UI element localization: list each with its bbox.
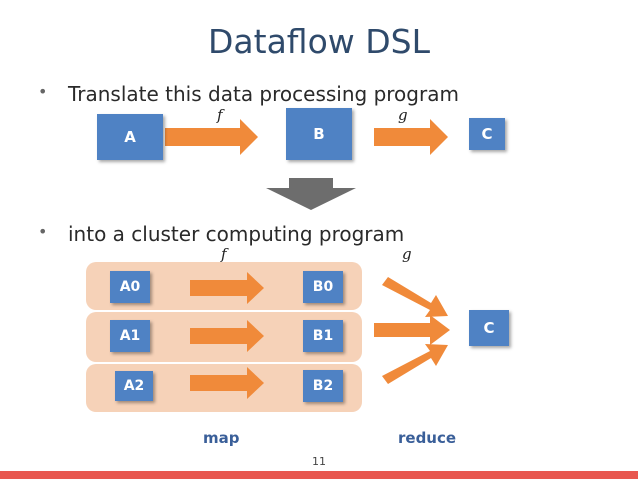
output-b2: B2 bbox=[303, 370, 343, 402]
bullet-dot: • bbox=[38, 222, 48, 241]
page-number: 11 bbox=[312, 455, 326, 468]
bullet-dot: • bbox=[38, 82, 48, 101]
arrow-g-top bbox=[374, 119, 448, 155]
output-b1: B1 bbox=[303, 320, 343, 352]
arrow-reduce-0 bbox=[382, 277, 448, 317]
function-f-top: f bbox=[217, 106, 223, 124]
arrow-reduce-1 bbox=[374, 315, 450, 345]
function-g-top: g bbox=[398, 106, 408, 124]
result-c: C bbox=[469, 310, 509, 346]
bullet-2-text: into a cluster computing program bbox=[68, 222, 405, 246]
map-label: map bbox=[203, 429, 240, 447]
arrow-map-1 bbox=[190, 320, 264, 352]
footer-bar bbox=[0, 471, 638, 479]
reduce-label: reduce bbox=[398, 429, 457, 447]
node-b: B bbox=[286, 108, 352, 160]
slide-title: Dataflow DSL bbox=[208, 22, 430, 61]
function-f-cluster: f bbox=[221, 245, 227, 263]
output-b0: B0 bbox=[303, 271, 343, 303]
bullet-2: • into a cluster computing program bbox=[38, 222, 405, 246]
down-arrow bbox=[266, 178, 356, 210]
bullet-1-text: Translate this data processing program bbox=[68, 82, 459, 106]
bullet-1: • Translate this data processing program bbox=[38, 82, 459, 106]
arrow-f-top bbox=[165, 119, 258, 155]
arrow-map-0 bbox=[190, 272, 264, 304]
node-a: A bbox=[97, 114, 163, 160]
node-c: C bbox=[469, 118, 505, 150]
arrow-map-2 bbox=[190, 367, 264, 399]
input-a0: A0 bbox=[110, 271, 150, 303]
arrow-reduce-2 bbox=[382, 344, 448, 384]
input-a1: A1 bbox=[110, 320, 150, 352]
function-g-cluster: g bbox=[402, 245, 412, 263]
input-a2: A2 bbox=[115, 371, 153, 401]
